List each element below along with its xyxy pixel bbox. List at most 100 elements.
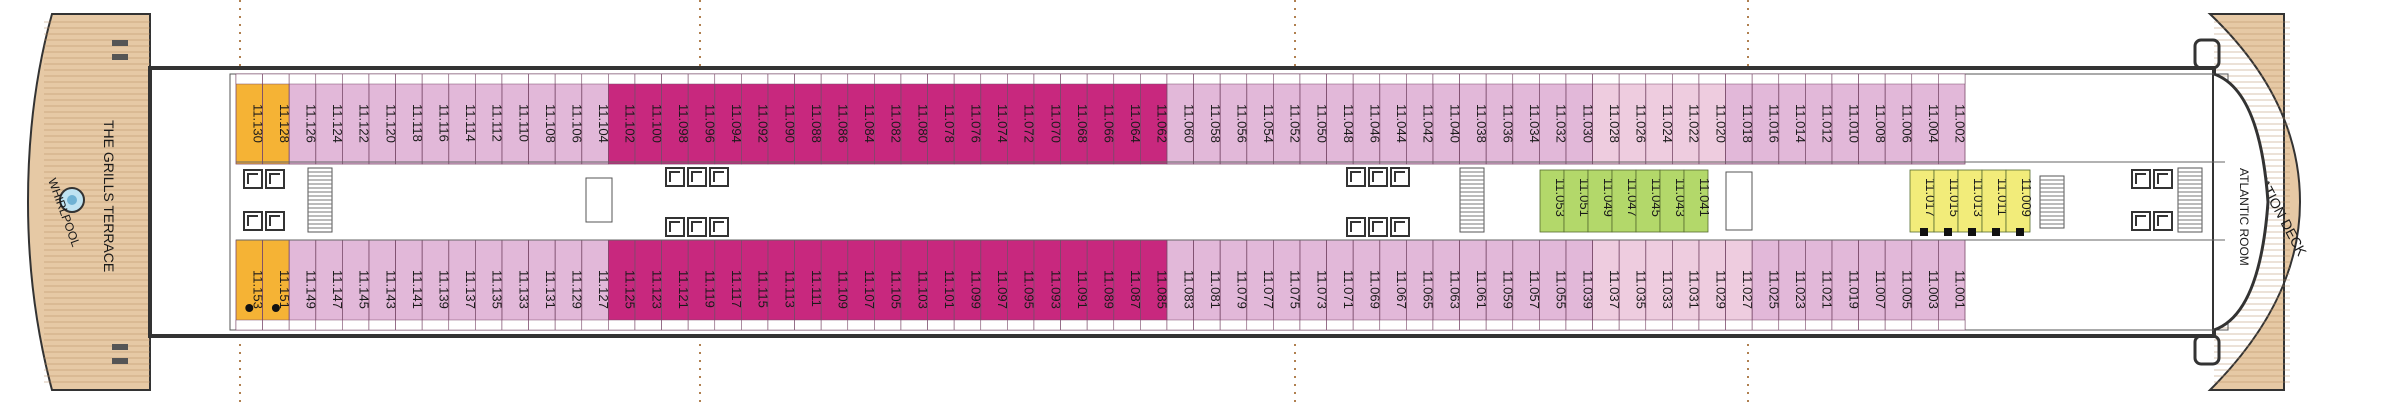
cabin-bottom-11-109[interactable]: 11.109: [820, 239, 851, 331]
cabin-top-11-082[interactable]: 11.082: [874, 73, 904, 165]
cabin-top-11-096[interactable]: 11.096: [687, 73, 718, 165]
cabin-top-11-088[interactable]: 11.088: [794, 73, 824, 165]
cabin-top-11-002[interactable]: 11.002: [1938, 73, 1968, 165]
cabin-top-11-066[interactable]: 11.066: [1086, 73, 1117, 165]
cabin-bottom-11-081[interactable]: 11.081: [1193, 239, 1223, 331]
cabin-bottom-11-115[interactable]: 11.115: [741, 239, 771, 331]
cabin-bottom-11-003[interactable]: 11.003: [1911, 239, 1941, 331]
cabin-bottom-11-135[interactable]: 11.135: [474, 239, 505, 331]
cabin-top-11-014[interactable]: 11.014: [1778, 73, 1808, 165]
cabin-bottom-11-119[interactable]: 11.119: [687, 239, 718, 331]
cabin-top-11-008[interactable]: 11.008: [1858, 73, 1888, 165]
cabin-bottom-11-117[interactable]: 11.117: [714, 239, 744, 331]
cabin-bottom-11-023[interactable]: 11.023: [1778, 239, 1808, 331]
cabin-bottom-11-021[interactable]: 11.021: [1805, 239, 1835, 331]
cabin-top-11-068[interactable]: 11.068: [1060, 73, 1090, 165]
cabin-bottom-11-029[interactable]: 11.029: [1698, 239, 1728, 331]
cabin-bottom-11-123[interactable]: 11.123: [634, 239, 664, 331]
cabin-top-11-046[interactable]: 11.046: [1352, 73, 1383, 165]
cabin-bottom-11-085[interactable]: 11.085: [1140, 239, 1170, 331]
cabin-bottom-11-147[interactable]: 11.147: [315, 239, 345, 331]
cabin-bottom-11-145[interactable]: 11.145: [341, 239, 372, 331]
cabin-top-11-028[interactable]: 11.028: [1592, 73, 1622, 165]
cabin-top-11-074[interactable]: 11.074: [980, 73, 1010, 165]
cabin-top-11-016[interactable]: 11.016: [1751, 73, 1782, 165]
cabin-top-11-056[interactable]: 11.056: [1219, 73, 1250, 165]
cabin-top-11-072[interactable]: 11.072: [1007, 73, 1037, 165]
cabin-top-11-048[interactable]: 11.048: [1326, 73, 1356, 165]
cabin-bottom-11-067[interactable]: 11.067: [1379, 239, 1409, 331]
cabin-bottom-11-075[interactable]: 11.075: [1273, 239, 1303, 331]
cabin-top-11-076[interactable]: 11.076: [953, 73, 984, 165]
cabin-bottom-11-065[interactable]: 11.065: [1406, 239, 1436, 331]
cabin-top-11-034[interactable]: 11.034: [1512, 73, 1542, 165]
cabin-top-11-044[interactable]: 11.044: [1379, 73, 1409, 165]
cabin-top-11-058[interactable]: 11.058: [1193, 73, 1223, 165]
cabin-top-11-110[interactable]: 11.110: [501, 73, 531, 165]
cabin-top-11-050[interactable]: 11.050: [1299, 73, 1329, 165]
cabin-top-11-032[interactable]: 11.032: [1539, 73, 1569, 165]
cabin-top-11-012[interactable]: 11.012: [1805, 73, 1835, 165]
cabin-top-11-098[interactable]: 11.098: [661, 73, 691, 165]
cabin-top-11-118[interactable]: 11.118: [395, 73, 425, 165]
cabin-bottom-11-031[interactable]: 11.031: [1672, 239, 1702, 331]
cabin-bottom-11-027[interactable]: 11.027: [1725, 239, 1755, 331]
cabin-top-11-010[interactable]: 11.010: [1831, 73, 1861, 165]
cabin-top-11-070[interactable]: 11.070: [1033, 73, 1063, 165]
cabin-bottom-11-095[interactable]: 11.095: [1007, 239, 1037, 331]
cabin-top-11-092[interactable]: 11.092: [741, 73, 771, 165]
cabin-bottom-11-151[interactable]: 11.151: [262, 239, 292, 331]
cabin-bottom-11-079[interactable]: 11.079: [1219, 239, 1250, 331]
cabin-bottom-11-139[interactable]: 11.139: [421, 239, 452, 331]
cabin-top-11-094[interactable]: 11.094: [714, 73, 744, 165]
cabin-top-11-064[interactable]: 11.064: [1113, 73, 1143, 165]
cabin-bottom-11-153[interactable]: 11.153: [235, 239, 265, 331]
cabin-bottom-11-057[interactable]: 11.057: [1512, 239, 1542, 331]
cabin-bottom-11-059[interactable]: 11.059: [1485, 239, 1516, 331]
cabin-bottom-11-001[interactable]: 11.001: [1938, 239, 1968, 331]
cabin-top-11-004[interactable]: 11.004: [1911, 73, 1941, 165]
cabin-top-11-078[interactable]: 11.078: [927, 73, 957, 165]
cabin-bottom-11-133[interactable]: 11.133: [501, 239, 531, 331]
cabin-bottom-11-063[interactable]: 11.063: [1432, 239, 1462, 331]
cabin-bottom-11-091[interactable]: 11.091: [1060, 239, 1090, 331]
cabin-bottom-11-131[interactable]: 11.131: [528, 239, 558, 331]
cabin-top-11-108[interactable]: 11.108: [528, 73, 558, 165]
cabin-bottom-11-019[interactable]: 11.019: [1831, 239, 1861, 331]
cabin-yellow-11-009[interactable]: 11.009: [2005, 169, 2034, 233]
cabin-bottom-11-111[interactable]: 11.111: [794, 239, 824, 331]
cabin-bottom-11-107[interactable]: 11.107: [847, 239, 877, 331]
cabin-bottom-11-105[interactable]: 11.105: [874, 239, 904, 331]
cabin-top-11-102[interactable]: 11.102: [608, 73, 638, 165]
cabin-bottom-11-035[interactable]: 11.035: [1618, 239, 1649, 331]
cabin-bottom-11-083[interactable]: 11.083: [1166, 239, 1196, 331]
cabin-top-11-036[interactable]: 11.036: [1485, 73, 1516, 165]
cabin-top-11-022[interactable]: 11.022: [1672, 73, 1702, 165]
cabin-top-11-104[interactable]: 11.104: [581, 73, 611, 165]
cabin-bottom-11-099[interactable]: 11.099: [953, 239, 984, 331]
cabin-bottom-11-037[interactable]: 11.037: [1592, 239, 1622, 331]
cabin-bottom-11-121[interactable]: 11.121: [661, 239, 691, 331]
cabin-bottom-11-039[interactable]: 11.039: [1565, 239, 1595, 331]
cabin-top-11-090[interactable]: 11.090: [767, 73, 797, 165]
cabin-bottom-11-025[interactable]: 11.025: [1751, 239, 1782, 331]
cabin-bottom-11-007[interactable]: 11.007: [1858, 239, 1888, 331]
cabin-top-11-060[interactable]: 11.060: [1166, 73, 1196, 165]
cabin-top-11-024[interactable]: 11.024: [1645, 73, 1675, 165]
cabin-top-11-100[interactable]: 11.100: [634, 73, 664, 165]
cabin-top-11-020[interactable]: 11.020: [1698, 73, 1728, 165]
cabin-top-11-042[interactable]: 11.042: [1406, 73, 1436, 165]
cabin-yellow-11-017[interactable]: 11.017: [1909, 169, 1938, 233]
cabin-top-11-006[interactable]: 11.006: [1884, 73, 1915, 165]
cabin-top-11-052[interactable]: 11.052: [1273, 73, 1303, 165]
cabin-top-11-018[interactable]: 11.018: [1725, 73, 1755, 165]
cabin-bottom-11-093[interactable]: 11.093: [1033, 239, 1063, 331]
cabin-top-11-124[interactable]: 11.124: [315, 73, 345, 165]
cabin-top-11-026[interactable]: 11.026: [1618, 73, 1649, 165]
cabin-bottom-11-143[interactable]: 11.143: [368, 239, 398, 331]
cabin-top-11-054[interactable]: 11.054: [1246, 73, 1276, 165]
cabin-top-11-084[interactable]: 11.084: [847, 73, 877, 165]
cabin-green-11-041[interactable]: 11.041: [1683, 169, 1712, 233]
cabin-top-11-128[interactable]: 11.128: [262, 73, 292, 165]
cabin-bottom-11-061[interactable]: 11.061: [1459, 239, 1489, 331]
